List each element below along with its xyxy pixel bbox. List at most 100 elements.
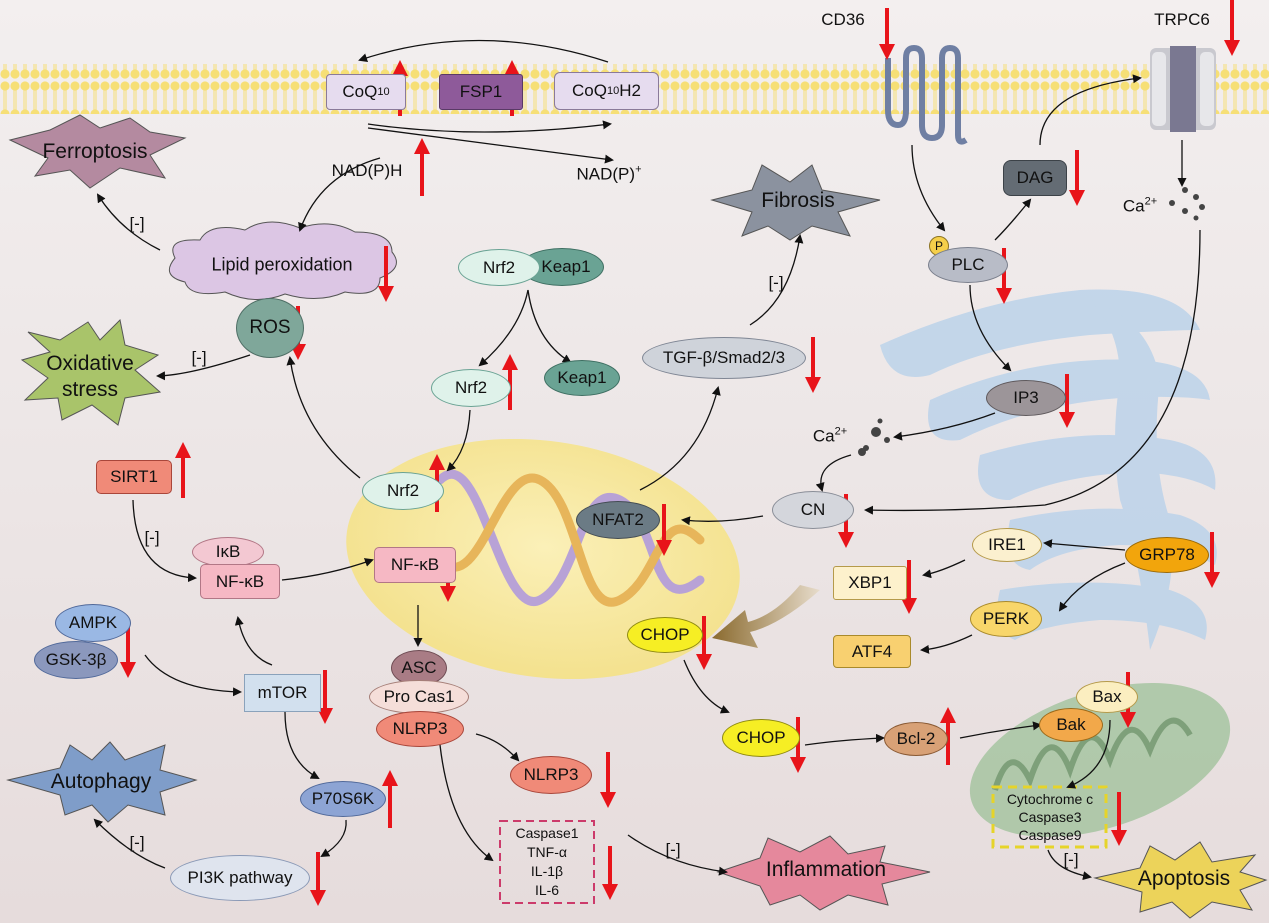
inhibit-sirt1: [-]	[144, 528, 160, 547]
ca-dots-mid	[858, 418, 890, 456]
cytokine-item: TNF-α	[527, 844, 567, 860]
gsk3b-node: GSK-3β	[34, 641, 118, 679]
pathway-arrows	[93, 39, 1201, 881]
ip3-node: IP3	[986, 380, 1066, 416]
nrf2-nucleus-label: Nrf2	[386, 481, 420, 500]
gsk3b-label: GSK-3β	[45, 650, 107, 669]
grp78-node: GRP78	[1125, 537, 1209, 573]
atf4-label: ATF4	[851, 641, 893, 661]
ca-top-sup: 2+	[1144, 195, 1158, 208]
xbp1-label: XBP1	[848, 573, 892, 592]
nadp-sup: +	[635, 163, 642, 176]
inhibit-fibrosis: [-]	[768, 273, 784, 292]
asc-label: ASC	[401, 658, 437, 677]
ferroptosis-star	[8, 114, 187, 189]
inhibit-inflammation: [-]	[665, 840, 681, 859]
ca-dots-top	[1169, 187, 1205, 221]
autophagy-star	[6, 741, 198, 823]
cytokines-box	[499, 820, 595, 904]
keap1-free-label: Keap1	[557, 368, 607, 387]
coq10-sub: 10	[377, 86, 390, 98]
bax-node: Bax	[1076, 681, 1138, 713]
ire1-label: IRE1	[988, 535, 1026, 554]
mito-release-item: Cytochrome c	[1006, 791, 1094, 807]
lipid-peroxidation-cloud	[168, 221, 397, 300]
grp78-label: GRP78	[1139, 545, 1195, 564]
autophagy-label: Autophagy	[50, 770, 152, 793]
bcl2-label: Bcl-2	[896, 729, 936, 748]
nrf2-free-node: Nrf2	[431, 369, 511, 407]
cytokine-item: Caspase1	[515, 825, 579, 841]
dag-label: DAG	[1016, 168, 1054, 187]
coq10h2-tail: H2	[619, 81, 641, 100]
keap1-complex-label: Keap1	[541, 257, 591, 276]
inflammation-label: Inflammation	[765, 858, 887, 881]
nfkb-cyto-node: NF-κB	[200, 564, 280, 599]
xbp1-node: XBP1	[833, 566, 907, 600]
sirt1-node: SIRT1	[96, 460, 172, 494]
coq10-label: CoQ	[342, 82, 378, 101]
plc-node: PLC	[928, 247, 1008, 283]
nrf2-complex-label: Nrf2	[482, 257, 516, 277]
apoptosis-star	[1093, 841, 1268, 919]
cytokine-item: IL-1β	[530, 863, 564, 879]
ampk-label: AMPK	[68, 613, 118, 632]
procas1-label: Pro Cas1	[383, 687, 455, 706]
mito-release-list: Cytochrome c Caspase3 Caspase9	[994, 788, 1106, 846]
chop-nucleus-node: CHOP	[627, 617, 703, 653]
inhibit-ferroptosis: [-]	[129, 214, 145, 233]
ferroptosis-label: Ferroptosis	[42, 140, 148, 163]
mtor-label: mTOR	[257, 683, 308, 702]
mito-release-item: Caspase3	[1018, 809, 1082, 825]
nrf2-complex-node: Nrf2	[458, 249, 540, 286]
nfat2-node: NFAT2	[576, 501, 660, 539]
p70s6k-label: P70S6K	[311, 789, 375, 808]
ikb-node: IκB	[192, 537, 264, 567]
oxidative-stress-star	[20, 318, 162, 426]
ip3-label: IP3	[1013, 388, 1039, 407]
ca-mid-sup: 2+	[834, 425, 848, 438]
p-badge-label: P	[934, 239, 943, 253]
ca-mid-label: Ca2+	[813, 426, 847, 447]
inflammation-star	[716, 835, 931, 911]
chop-label: CHOP	[736, 728, 786, 747]
er-to-nucleus-arrow	[712, 585, 820, 648]
nfkb-cyto-label: NF-κB	[215, 571, 265, 591]
bak-label: Bak	[1056, 715, 1086, 734]
nlrp3-complex-node: NLRP3	[376, 711, 464, 747]
trpc6-label: TRPC6	[1154, 10, 1210, 29]
mtor-node: mTOR	[244, 674, 321, 712]
chop-node: CHOP	[722, 719, 800, 757]
cd36-label: CD36	[821, 10, 865, 29]
sirt1-label: SIRT1	[110, 467, 158, 486]
trpc6-channel	[1150, 46, 1216, 132]
ikb-label: IκB	[215, 542, 241, 561]
bax-label: Bax	[1092, 687, 1122, 706]
lipid-peroxidation-label: Lipid peroxidation	[211, 254, 353, 275]
cytokines-list: Caspase1 TNF-α IL-1β IL-6	[500, 822, 594, 902]
pi3k-label: PI3K pathway	[187, 868, 293, 887]
tgf-node: TGF-β/Smad2/3	[642, 337, 806, 379]
ros-label: ROS	[249, 317, 291, 338]
dag-node: DAG	[1003, 160, 1067, 196]
nadph-label: NAD(P)H	[331, 161, 403, 180]
nfkb-nucleus-node: NF-κB	[374, 547, 456, 583]
fsp1-box: FSP1	[439, 74, 523, 110]
ampk-node: AMPK	[55, 604, 131, 642]
ca-top-text: Ca	[1122, 196, 1145, 216]
ca-mid-text: Ca	[812, 426, 835, 446]
oxidative-stress-label: Oxidative stress	[46, 352, 134, 401]
plc-label: PLC	[951, 255, 985, 274]
endoplasmic-reticulum	[880, 289, 1217, 650]
perk-label: PERK	[982, 609, 1030, 628]
perk-node: PERK	[970, 601, 1042, 637]
nrf2-free-label: Nrf2	[454, 378, 488, 397]
chop-nucleus-label: CHOP	[640, 625, 690, 644]
cytokine-item: IL-6	[534, 882, 560, 898]
inhibit-apoptosis: [-]	[1063, 850, 1079, 869]
coq10h2-sub: 10	[606, 85, 620, 97]
cd36-receptor	[885, 44, 968, 145]
